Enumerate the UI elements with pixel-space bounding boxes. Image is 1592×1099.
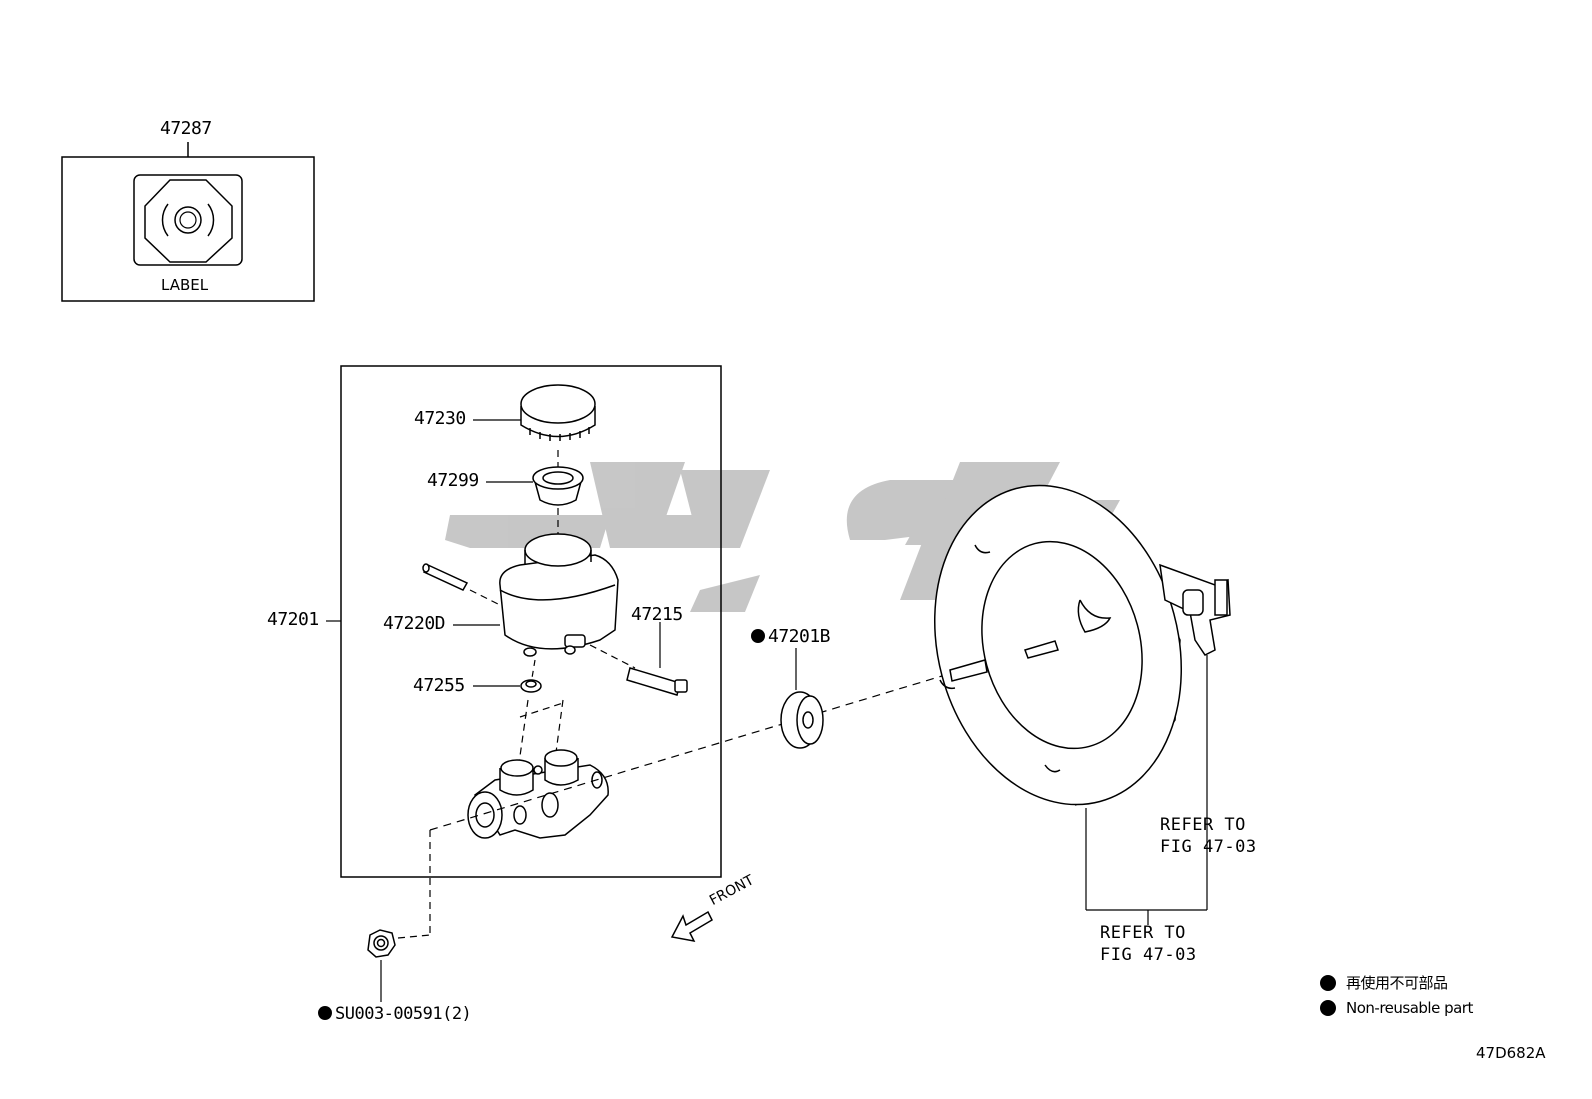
master-cylinder-body xyxy=(467,749,609,839)
reservoir-strainer xyxy=(532,466,584,506)
fluid-level-sensor xyxy=(626,667,688,696)
octagon-cap-icon xyxy=(144,179,233,263)
part-number-47287: 47287 xyxy=(160,118,212,139)
brake-booster xyxy=(933,484,1183,806)
label-box-frame xyxy=(61,156,315,302)
label-caption: LABEL xyxy=(161,276,209,294)
part-number-47255: 47255 xyxy=(413,675,465,696)
reservoir-pin xyxy=(422,563,469,591)
front-arrow-icon xyxy=(670,910,713,943)
part-number-47201: 47201 xyxy=(267,609,319,630)
refer-bottom-line2: FIG 47-03 xyxy=(1100,945,1197,965)
part-number-47201B: 47201B xyxy=(751,627,831,647)
reservoir-cap xyxy=(520,384,596,441)
legend-japanese: 再使用不可部品 xyxy=(1346,974,1448,992)
refer-bottom-line1: REFER TO xyxy=(1100,923,1186,943)
part-number-47299: 47299 xyxy=(427,470,479,491)
label-plate xyxy=(133,174,243,266)
reservoir-tank xyxy=(499,533,619,657)
legend-dot xyxy=(1320,1000,1336,1016)
part-number-47215: 47215 xyxy=(631,604,683,625)
grommet xyxy=(520,679,542,693)
refer-right-line1: REFER TO xyxy=(1160,815,1246,835)
legend-dot xyxy=(1320,975,1336,991)
refer-right-line2: FIG 47-03 xyxy=(1160,837,1257,857)
part-number-su003: SU003-00591(2) xyxy=(318,1004,472,1024)
booster-bracket xyxy=(1159,563,1231,656)
figure-code: 47D682A xyxy=(1476,1044,1546,1062)
part-number-47230: 47230 xyxy=(414,408,466,429)
legend-english: Non-reusable part xyxy=(1346,999,1473,1017)
booster-seal xyxy=(780,691,824,749)
flange-nut xyxy=(367,929,396,958)
part-number-47220D: 47220D xyxy=(383,613,446,634)
